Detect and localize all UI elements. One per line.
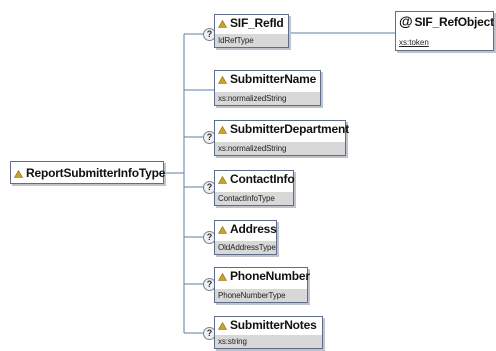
element-icon xyxy=(218,322,227,330)
element-type: OldAddressType xyxy=(215,241,276,254)
element-box-submitternotes[interactable]: SubmitterNotes xs:string xyxy=(214,316,323,349)
element-name: Address xyxy=(215,221,277,237)
root-element-box[interactable]: ReportSubmitterInfoType xyxy=(10,161,166,184)
element-box-contactinfo[interactable]: ContactInfo ContactInfoType xyxy=(214,170,295,206)
element-icon xyxy=(218,76,227,84)
element-name: SubmitterDepartment xyxy=(215,121,349,137)
element-icon xyxy=(218,20,227,28)
element-label: SubmitterNotes xyxy=(230,318,317,332)
element-type: xs:string xyxy=(215,335,322,348)
attribute-name: @SIF_RefObject xyxy=(396,13,494,30)
element-box-phonenumber[interactable]: PhoneNumber PhoneNumberType xyxy=(214,267,310,303)
attribute-box-sif-refobject[interactable]: @SIF_RefObject xs:token xyxy=(395,11,494,51)
element-name: SubmitterNotes xyxy=(215,317,322,333)
optional-marker: ? xyxy=(203,28,216,41)
element-type: PhoneNumberType xyxy=(215,289,307,302)
root-element-name: ReportSubmitterInfoType xyxy=(11,165,166,181)
attribute-type: xs:token xyxy=(399,38,429,47)
element-box-submittername[interactable]: SubmitterName xs:normalizedString xyxy=(214,70,321,106)
element-box-address[interactable]: Address OldAddressType xyxy=(214,220,277,255)
element-label: SubmitterName xyxy=(230,72,317,86)
element-label: SubmitterDepartment xyxy=(230,122,349,136)
element-type: IdRefType xyxy=(215,34,288,47)
element-label: SIF_RefId xyxy=(230,16,284,30)
optional-marker: ? xyxy=(203,231,216,244)
element-icon xyxy=(218,126,227,134)
element-type: xs:normalizedString xyxy=(215,142,345,155)
element-type: ContactInfoType xyxy=(215,192,293,205)
element-icon xyxy=(218,273,227,281)
element-name: SubmitterName xyxy=(215,71,320,87)
element-name: SIF_RefId xyxy=(215,15,288,31)
attribute-icon: @ xyxy=(399,13,413,29)
element-label: ContactInfo xyxy=(230,172,295,186)
element-name: PhoneNumber xyxy=(215,268,310,284)
element-label: Address xyxy=(230,222,277,236)
element-name: ContactInfo xyxy=(215,171,295,187)
attribute-label: SIF_RefObject xyxy=(414,15,494,29)
element-box-submitterdepartment[interactable]: SubmitterDepartment xs:normalizedString xyxy=(214,120,349,156)
element-icon xyxy=(218,226,227,234)
element-box-sif-refid[interactable]: SIF_RefId IdRefType xyxy=(214,14,289,48)
element-icon xyxy=(218,176,227,184)
element-icon xyxy=(14,170,23,178)
element-label: PhoneNumber xyxy=(230,269,310,283)
element-type: xs:normalizedString xyxy=(215,92,320,105)
root-element-label: ReportSubmitterInfoType xyxy=(26,166,166,180)
